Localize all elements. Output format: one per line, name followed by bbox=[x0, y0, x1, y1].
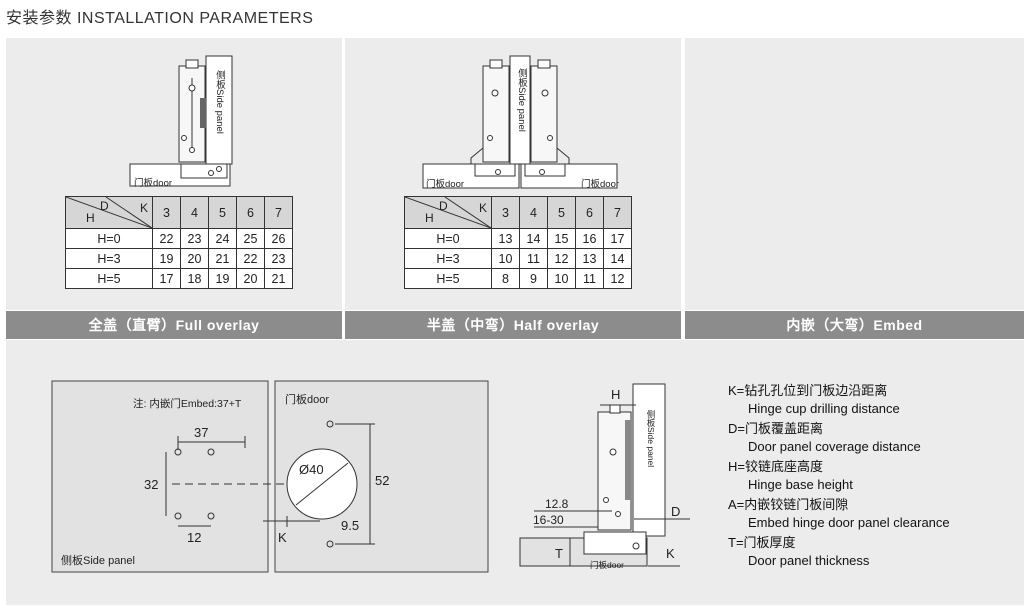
door-label-left: 门板door bbox=[426, 179, 465, 190]
legend-a-cn: A=内嵌铰链门板间隙 bbox=[728, 497, 849, 512]
col-header: 4 bbox=[519, 196, 548, 229]
cell: 10 bbox=[547, 268, 576, 289]
legend-d-en: Door panel coverage distance bbox=[748, 438, 921, 454]
header-h: H bbox=[425, 211, 434, 225]
dimension-k: K bbox=[278, 530, 287, 545]
header-k: K bbox=[140, 201, 149, 215]
col-header: 4 bbox=[180, 196, 209, 229]
table-diagonal-header bbox=[405, 197, 491, 228]
legend-k-cn: K=钻孔孔位到门板边沿距离 bbox=[728, 383, 888, 398]
cell: 21 bbox=[264, 268, 293, 289]
table-row: H=5 8 9 10 11 12 bbox=[404, 268, 632, 289]
door-label-small: 门板door bbox=[590, 560, 625, 570]
cell: 26 bbox=[264, 228, 293, 249]
door-label: 门板door bbox=[285, 394, 330, 406]
dimension-32: 32 bbox=[144, 477, 159, 492]
row-label: H=3 bbox=[404, 248, 492, 269]
header-d: D bbox=[439, 199, 448, 213]
col-header: 7 bbox=[264, 196, 293, 229]
header-d: D bbox=[100, 199, 109, 213]
door-label-right: 门板door bbox=[581, 179, 620, 190]
col-header: 7 bbox=[603, 196, 632, 229]
dimension-9-5: 9.5 bbox=[341, 518, 360, 533]
dimension-37: 37 bbox=[194, 425, 209, 440]
full-overlay-label: 全盖（直臂）Full overlay bbox=[6, 311, 342, 339]
legend-t-cn: T=门板厚度 bbox=[728, 535, 796, 550]
legend-k-en: Hinge cup drilling distance bbox=[748, 400, 900, 416]
cell: 23 bbox=[180, 228, 209, 249]
table-row: H=0 22 23 24 25 26 bbox=[65, 228, 293, 249]
legend-d-cn: D=门板覆盖距离 bbox=[728, 421, 823, 436]
dimension-cup-diameter: Ø40 bbox=[299, 462, 324, 477]
cell: 17 bbox=[603, 228, 632, 249]
page-title: 安装参数 INSTALLATION PARAMETERS bbox=[6, 10, 314, 27]
dimension-k-right: K bbox=[666, 546, 675, 561]
side-panel-label: 侧板Side panel bbox=[516, 68, 527, 132]
side-panel-label: 侧板Side panel bbox=[214, 70, 225, 134]
table-row: H=5 17 18 19 20 21 bbox=[65, 268, 293, 289]
dimension-12: 12 bbox=[187, 530, 202, 545]
half-overlay-hinge-drawing bbox=[422, 55, 618, 189]
col-header: 3 bbox=[491, 196, 520, 229]
side-panel-label-vertical: 侧板Side panel bbox=[646, 410, 656, 468]
legend-a-en: Embed hinge door panel clearance bbox=[748, 514, 950, 530]
dimension-d: D bbox=[671, 504, 681, 519]
full-overlay-panel: 侧板Side panel 门板door D K H 3 4 5 6 7 H=0 … bbox=[6, 38, 342, 310]
door-label: 门板door bbox=[134, 178, 173, 189]
dimension-16-30: 16-30 bbox=[533, 513, 564, 527]
dimension-t: T bbox=[555, 546, 563, 561]
embed-label: 内嵌（大弯）Embed bbox=[685, 311, 1024, 339]
header-k: K bbox=[479, 201, 488, 215]
cell: 18 bbox=[180, 268, 209, 289]
note-text: 注: 内嵌门Embed:37+T bbox=[133, 398, 242, 410]
embed-panel bbox=[685, 38, 1024, 310]
half-overlay-table: D K H 3 4 5 6 7 H=0 13 14 15 16 17 H=3 1… bbox=[404, 196, 632, 289]
table-diagonal-header bbox=[66, 197, 152, 228]
half-overlay-label: 半盖（中弯）Half overlay bbox=[345, 311, 681, 339]
table-row: H=3 10 11 12 13 14 bbox=[404, 248, 632, 269]
cell: 20 bbox=[180, 248, 209, 269]
cell: 20 bbox=[236, 268, 265, 289]
full-overlay-hinge-drawing bbox=[129, 55, 233, 187]
side-panel-label: 侧板Side panel bbox=[61, 555, 135, 567]
dimension-52: 52 bbox=[375, 473, 390, 488]
col-header: 3 bbox=[152, 196, 181, 229]
legend-t-en: Door panel thickness bbox=[748, 552, 870, 568]
legend-h-en: Hinge base height bbox=[748, 476, 853, 492]
cell: 15 bbox=[547, 228, 576, 249]
cell: 17 bbox=[152, 268, 181, 289]
cell: 12 bbox=[603, 268, 632, 289]
cell: 19 bbox=[208, 268, 237, 289]
header-h: H bbox=[86, 211, 95, 225]
full-overlay-table: D K H 3 4 5 6 7 H=0 22 23 24 25 26 H=3 1… bbox=[65, 196, 293, 289]
dimension-12-8: 12.8 bbox=[545, 497, 569, 511]
cell: 11 bbox=[575, 268, 604, 289]
legend-h-cn: H=铰链底座高度 bbox=[728, 459, 823, 474]
half-overlay-panel: 侧板Side panel 门板door 门板door D K H 3 4 5 6… bbox=[345, 38, 681, 310]
dimension-h: H bbox=[611, 387, 621, 402]
parameter-legend: K=钻孔孔位到门板边沿距离 Hinge cup drilling distanc… bbox=[728, 382, 950, 569]
